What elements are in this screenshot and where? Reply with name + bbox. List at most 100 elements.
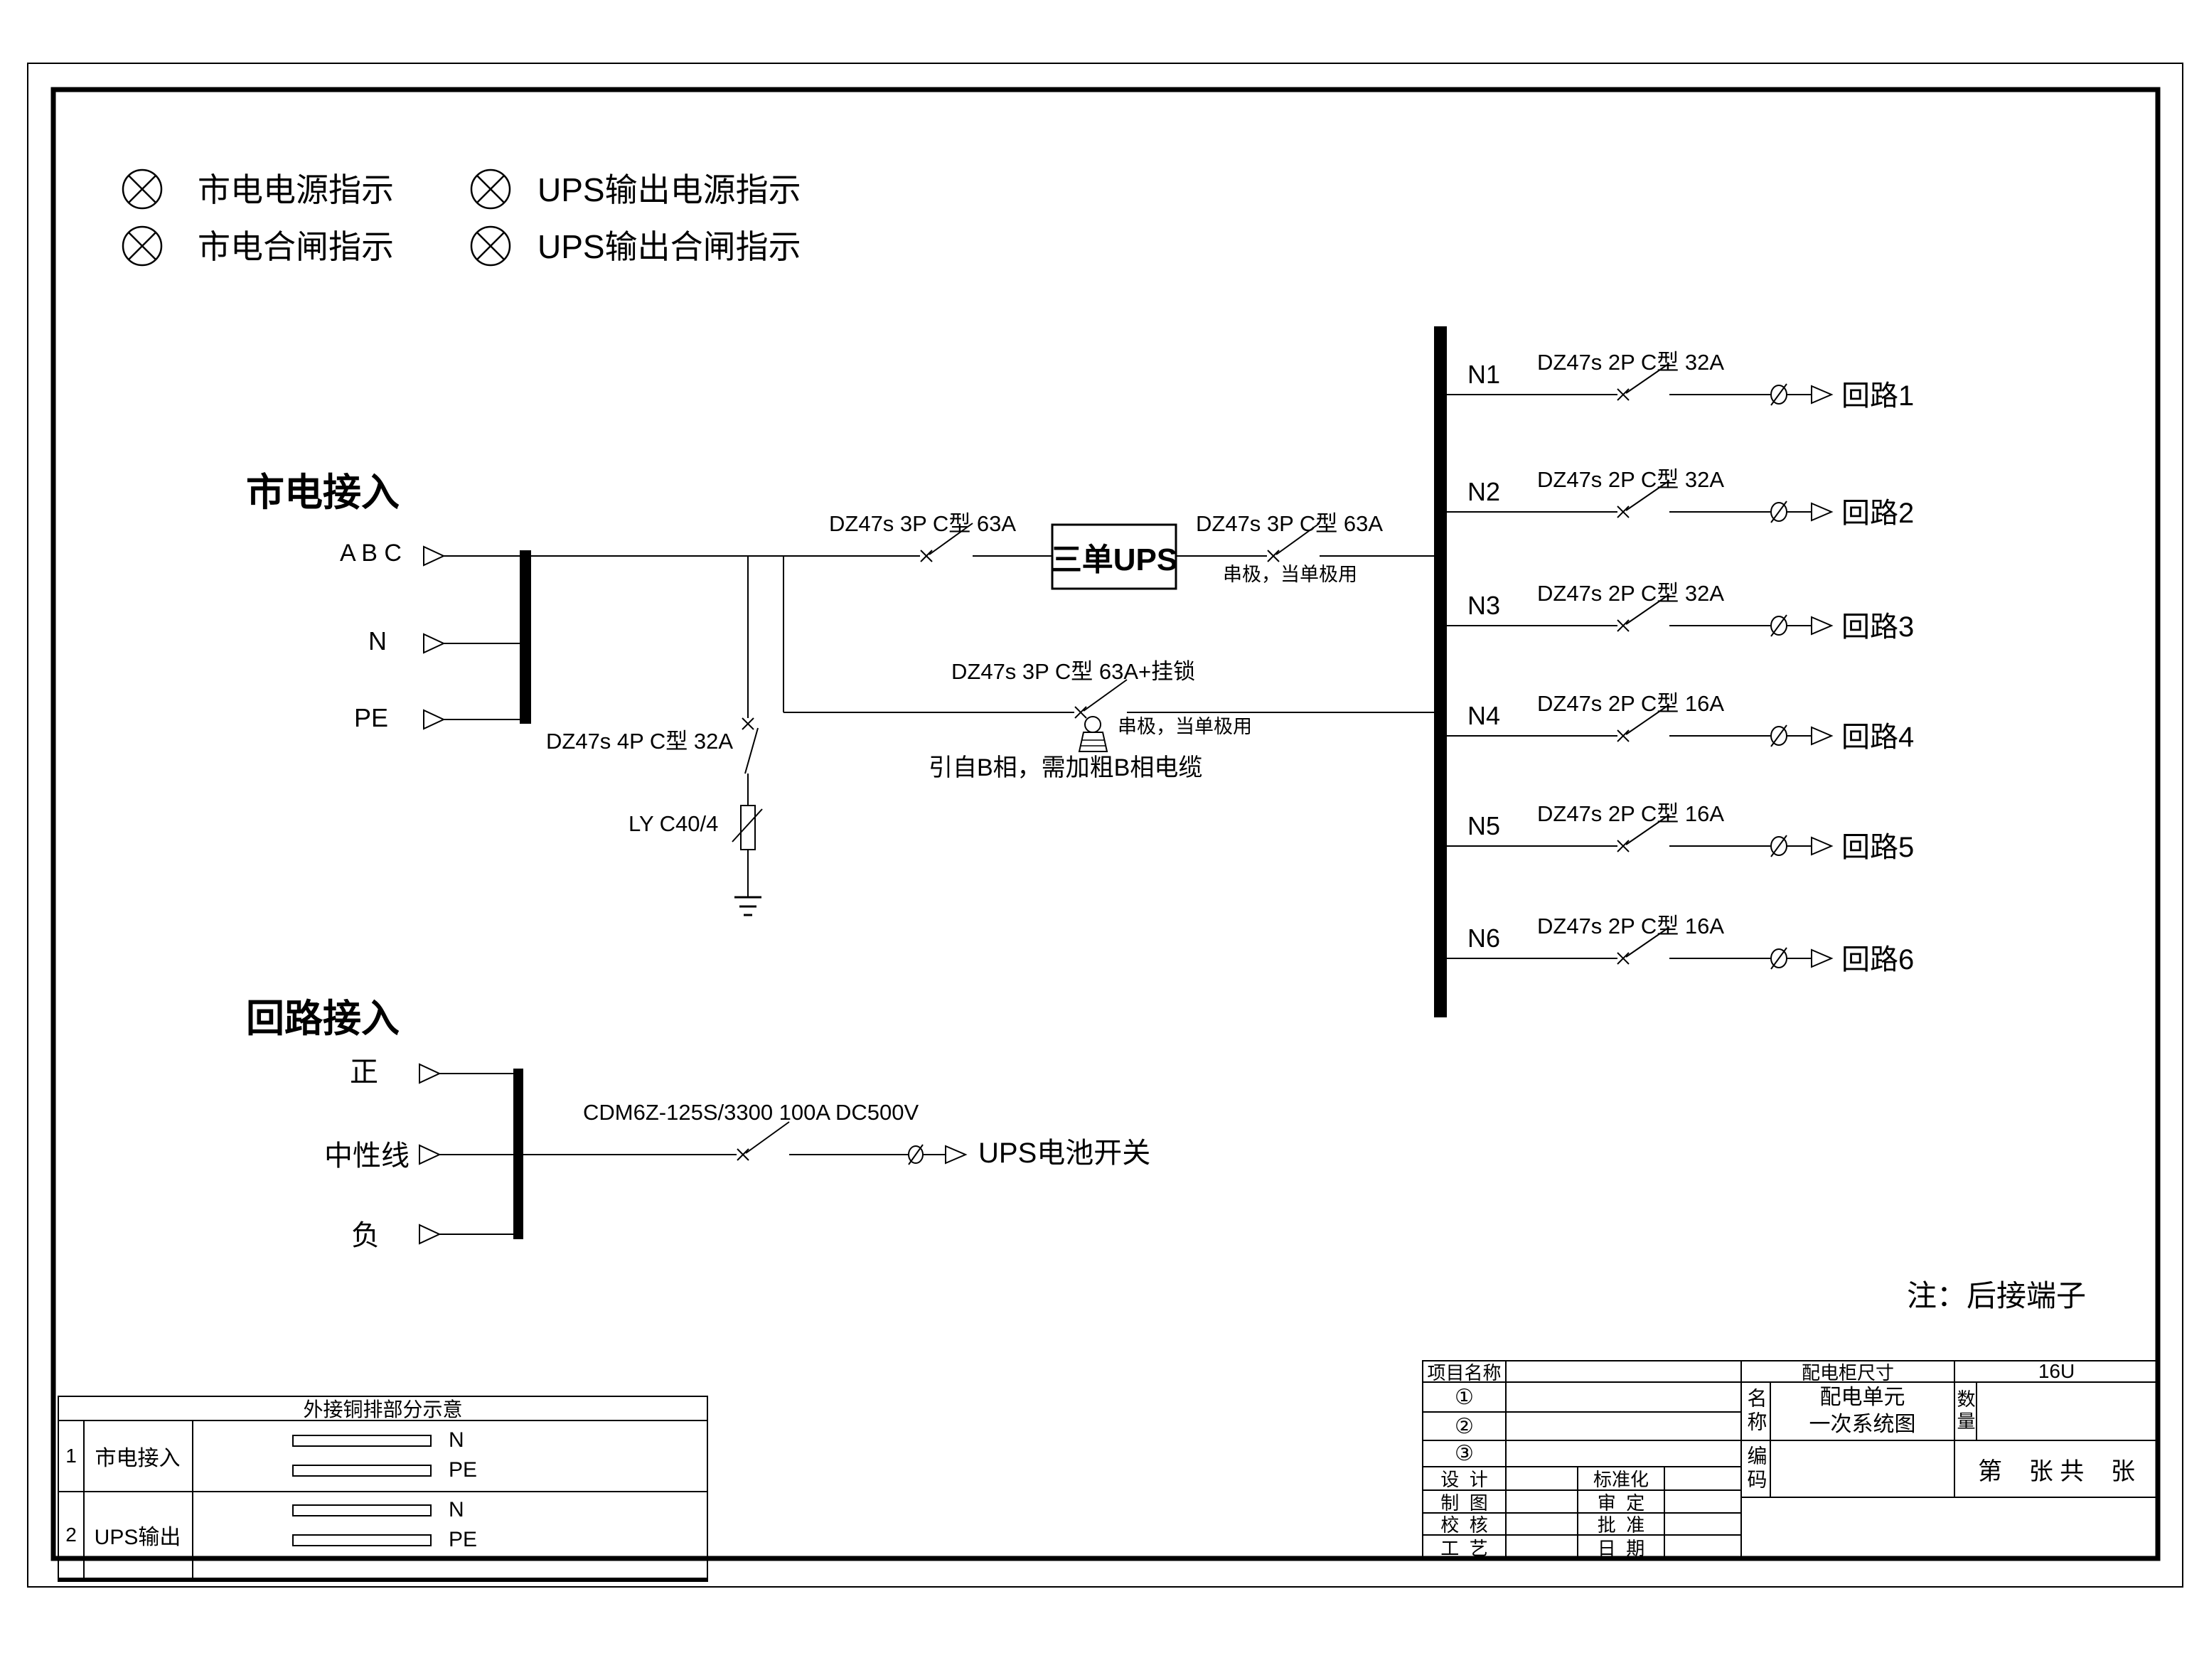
branch-breaker-label: DZ47s 2P C型 32A — [1537, 350, 1725, 375]
positive-label: 正 — [350, 1056, 378, 1088]
negative-label: 负 — [351, 1220, 380, 1251]
item1-label: ① — [1422, 1381, 1505, 1411]
branch-id: N6 — [1467, 924, 1501, 953]
output-busbar — [1434, 326, 1447, 1017]
inner-frame — [50, 87, 2161, 1561]
copper-bar-label: N — [449, 1428, 464, 1452]
design-value — [1505, 1466, 1577, 1489]
bypass-series-note: 串极，当单极用 — [1118, 716, 1252, 737]
series-note: 串极，当单极用 — [1223, 564, 1357, 585]
incoming-breaker-label: DZ47s 4P C型 32A — [546, 729, 734, 754]
name-label: 名称 — [1740, 1381, 1770, 1440]
branch-circuit-label: 回路4 — [1841, 722, 1915, 753]
date-label: 日 期 — [1577, 1534, 1664, 1559]
phase-label: A B C — [340, 540, 402, 567]
qty-value — [1976, 1381, 2158, 1440]
draft-label: 制 图 — [1422, 1489, 1505, 1514]
branch-circuit-label: 回路5 — [1841, 832, 1915, 863]
project-name-value — [1505, 1360, 1740, 1381]
copper-bar-label: N — [449, 1498, 464, 1521]
mains-section-wiring — [423, 523, 1435, 916]
table-row-no: 1 — [65, 1445, 77, 1467]
design-label: 设 计 — [1422, 1466, 1505, 1490]
item2-value — [1505, 1411, 1740, 1440]
branch-circuit-label: 回路1 — [1841, 380, 1915, 412]
copper-bar — [292, 1465, 432, 1477]
branch-breaker-label: DZ47s 2P C型 16A — [1537, 914, 1725, 938]
draft-value — [1505, 1489, 1577, 1512]
copper-bar-table: 外接铜排部分示意 1 市电接入 N PE 2 UPS输出 N PE — [58, 1396, 708, 1582]
branch-id: N4 — [1467, 701, 1501, 730]
sheet-number: 第 张 共 张 — [1954, 1440, 2158, 1497]
item3-value — [1505, 1440, 1740, 1466]
drawing-name-line2: 一次系统图 — [1809, 1413, 1916, 1436]
standard-label: 标准化 — [1577, 1466, 1664, 1490]
table-row-no: 2 — [65, 1524, 77, 1546]
battery-section-wiring — [419, 1064, 968, 1244]
ups-output-breaker-label: DZ47s 3P C型 63A — [1196, 511, 1384, 536]
mains-section-title: 市电接入 — [246, 471, 400, 514]
branch-id: N3 — [1467, 591, 1501, 620]
qty-label: 数量 — [1954, 1381, 1976, 1440]
branch-circuit-label: 回路2 — [1841, 498, 1915, 529]
check-label: 校 核 — [1422, 1512, 1505, 1536]
surge-arrester-icon — [732, 805, 763, 850]
drawing-name: 配电单元 一次系统图 — [1770, 1381, 1954, 1440]
battery-busbar — [513, 1069, 523, 1239]
pe-label: PE — [354, 703, 389, 732]
terminal-note: 注：后接端子 — [1907, 1279, 2087, 1312]
review-label: 审 定 — [1577, 1489, 1664, 1514]
cabinet-size-value: 16U — [1954, 1360, 2158, 1382]
branch-circuit-label: 回路6 — [1841, 944, 1915, 975]
process-label: 工 艺 — [1422, 1534, 1505, 1559]
code-value — [1770, 1440, 1954, 1497]
padlock-icon — [1078, 716, 1108, 752]
item3-label: ③ — [1422, 1440, 1505, 1466]
copper-bar — [292, 1534, 432, 1546]
legend-item-ups-power: UPS输出电源指示 — [537, 171, 801, 208]
process-value — [1505, 1534, 1577, 1558]
title-block: 项目名称 配电柜尺寸 16U ① ② ③ 名称 配电单元 一次系统图 数量 编码… — [1422, 1360, 2159, 1560]
check-value — [1505, 1512, 1577, 1534]
ups-box — [1051, 523, 1177, 590]
standard-value — [1664, 1466, 1740, 1489]
approve-value — [1664, 1512, 1740, 1534]
table-row-name: UPS输出 — [94, 1526, 181, 1549]
ups-name: 三单UPS — [1050, 542, 1178, 577]
surge-arrester-label: LY C40/4 — [629, 811, 719, 836]
item2-label: ② — [1422, 1411, 1505, 1440]
battery-neutral-label: 中性线 — [324, 1140, 410, 1172]
branch-id: N5 — [1467, 811, 1501, 840]
branch-breaker-label: DZ47s 2P C型 32A — [1537, 467, 1725, 492]
output-bus-wiring — [1434, 326, 1832, 1017]
copper-bar — [292, 1504, 432, 1516]
ground-icon — [734, 896, 761, 916]
code-label: 编码 — [1740, 1440, 1770, 1497]
branch-id: N2 — [1467, 477, 1501, 506]
branch-breaker-label: DZ47s 2P C型 16A — [1537, 801, 1725, 826]
branch-circuit-label: 回路3 — [1841, 611, 1915, 643]
legend-item-ups-closed: UPS输出合闸指示 — [537, 228, 801, 265]
battery-breaker-label: CDM6Z-125S/3300 100A DC500V — [583, 1100, 919, 1125]
legend-item-mains-closed: 市电合闸指示 — [198, 228, 394, 265]
battery-switch-label: UPS电池开关 — [978, 1138, 1151, 1169]
cabinet-size-label: 配电柜尺寸 — [1740, 1360, 1954, 1384]
mains-busbar — [520, 550, 531, 724]
copper-bar — [292, 1435, 432, 1447]
branch-id: N1 — [1467, 360, 1501, 389]
bypass-cable-note: 引自B相，需加粗B相电缆 — [929, 754, 1203, 781]
table-row-name: 市电接入 — [95, 1447, 181, 1470]
battery-section-title: 回路接入 — [246, 997, 400, 1040]
branch-breaker-label: DZ47s 2P C型 32A — [1537, 581, 1725, 606]
bypass-breaker-label: DZ47s 3P C型 63A+挂锁 — [951, 659, 1196, 684]
copper-bar-table-title: 外接铜排部分示意 — [59, 1397, 707, 1421]
title-block-empty — [1740, 1497, 2158, 1558]
branch-breaker-label: DZ47s 2P C型 16A — [1537, 691, 1725, 716]
item1-value — [1505, 1381, 1740, 1411]
legend-item-mains-power: 市电电源指示 — [198, 171, 394, 208]
approve-label: 批 准 — [1577, 1512, 1664, 1536]
drawing-name-line1: 配电单元 — [1819, 1386, 1905, 1409]
date-value — [1664, 1534, 1740, 1558]
project-name-label: 项目名称 — [1422, 1360, 1505, 1384]
